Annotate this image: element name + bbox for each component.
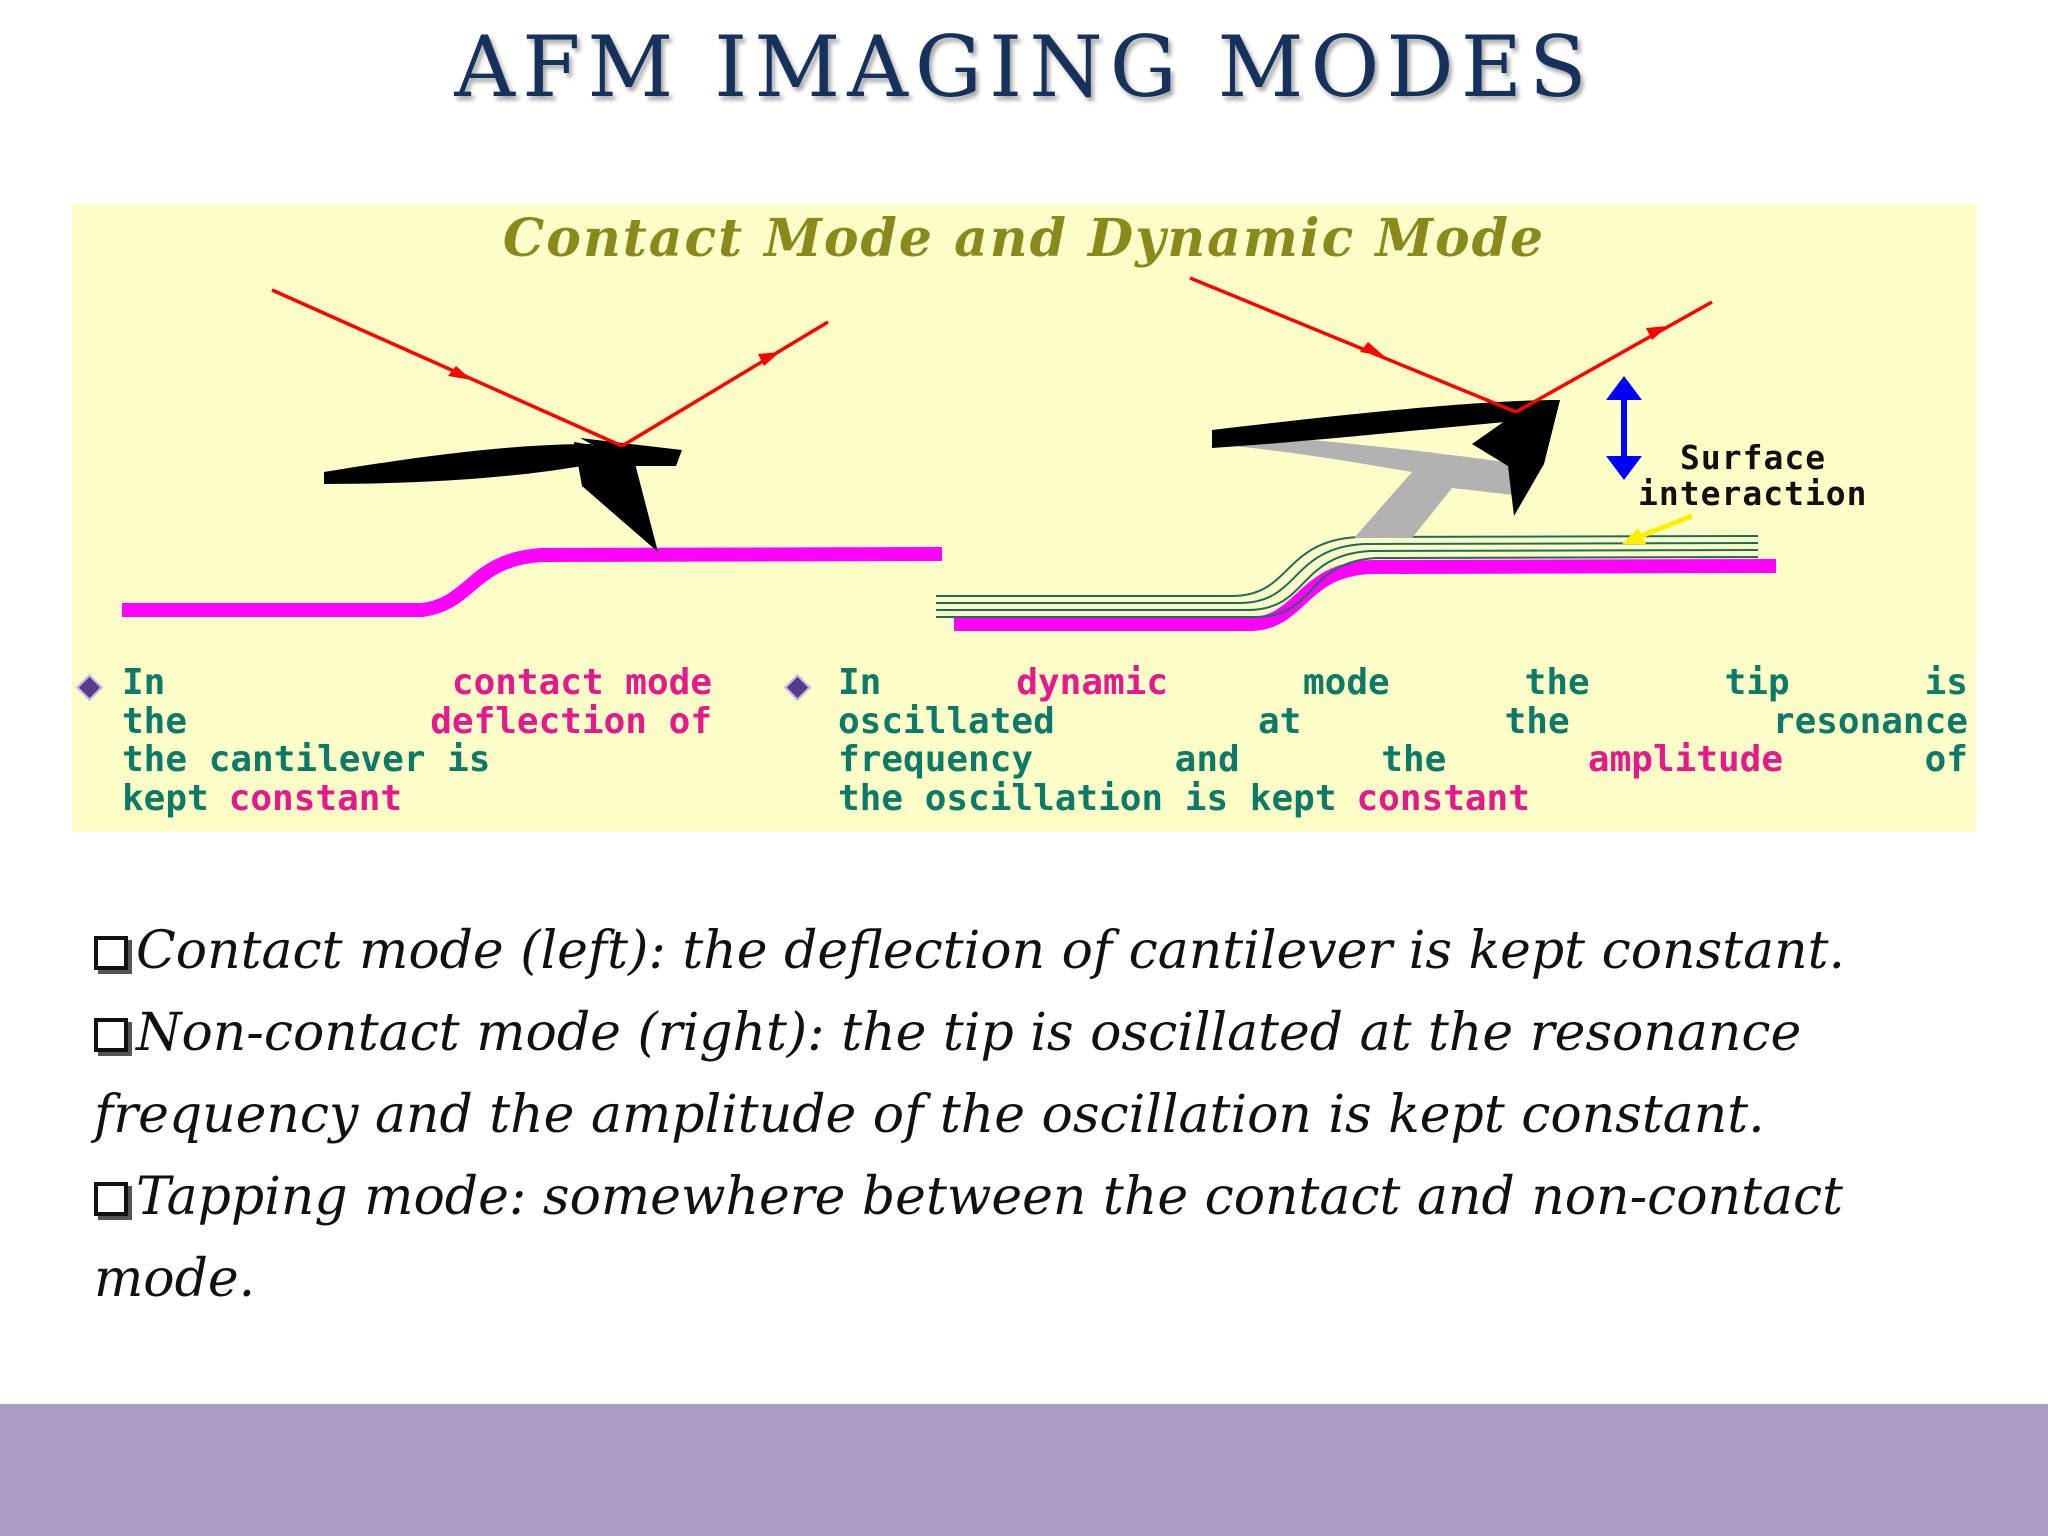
contact-tip-base [580, 438, 682, 466]
bullet-item: Non-contact mode (right): the tip is osc… [94, 1003, 1802, 1145]
contact-surface [122, 547, 943, 617]
afm-modes-figure: Contact Mode and Dynamic Mode Surface in… [72, 204, 1976, 832]
dynamic-laser-incident [1189, 276, 1517, 414]
oscillation-arrow-head-up [1606, 376, 1642, 400]
contact-cantilever [324, 444, 592, 484]
checkbox-bullet-icon [94, 1182, 128, 1216]
dynamic-laser-arrowhead-2 [1646, 326, 1668, 340]
contact-laser-arrowhead-2 [758, 352, 780, 366]
interaction-pointer-shaft [1635, 513, 1693, 541]
dynamic-cantilever-ghost [1212, 432, 1532, 538]
footer-band [0, 1404, 2048, 1536]
contact-laser-reflected [621, 320, 829, 448]
surface-label-line1: Surface [1680, 438, 1827, 477]
interaction-layer-1 [936, 535, 1759, 597]
oscillation-arrow-head-down [1606, 456, 1642, 480]
dynamic-laser-arrowhead-1 [1360, 342, 1384, 356]
checkbox-bullet-icon [94, 936, 128, 970]
contact-laser-arrowhead-1 [448, 366, 472, 380]
slide-title: AFM IMAGING MODES [454, 18, 1594, 116]
interaction-layer-3 [936, 549, 1759, 611]
afm-diagram [122, 276, 1777, 631]
contact-tip [574, 442, 658, 552]
interaction-layer-4 [936, 556, 1759, 618]
contact-laser-incident [271, 288, 623, 448]
figure-title: Contact Mode and Dynamic Mode [502, 208, 1546, 269]
dynamic-cantilever [1212, 400, 1560, 448]
checkbox-bullet-icon [94, 1018, 128, 1052]
bullet-item: Contact mode (left): the deflection of c… [94, 910, 1974, 992]
bullet-list: Contact mode (left): the deflection of c… [94, 910, 1974, 1320]
interaction-pointer-head [1622, 528, 1646, 544]
dynamic-tip [1472, 400, 1560, 516]
surface-label-line2: interaction [1638, 474, 1868, 513]
dynamic-laser-reflected [1515, 300, 1713, 414]
interaction-layer-2 [936, 542, 1759, 604]
bullet-item: Tapping mode: somewhere between the cont… [94, 1167, 1843, 1309]
left-caption-line: the cantilever is [122, 739, 491, 780]
